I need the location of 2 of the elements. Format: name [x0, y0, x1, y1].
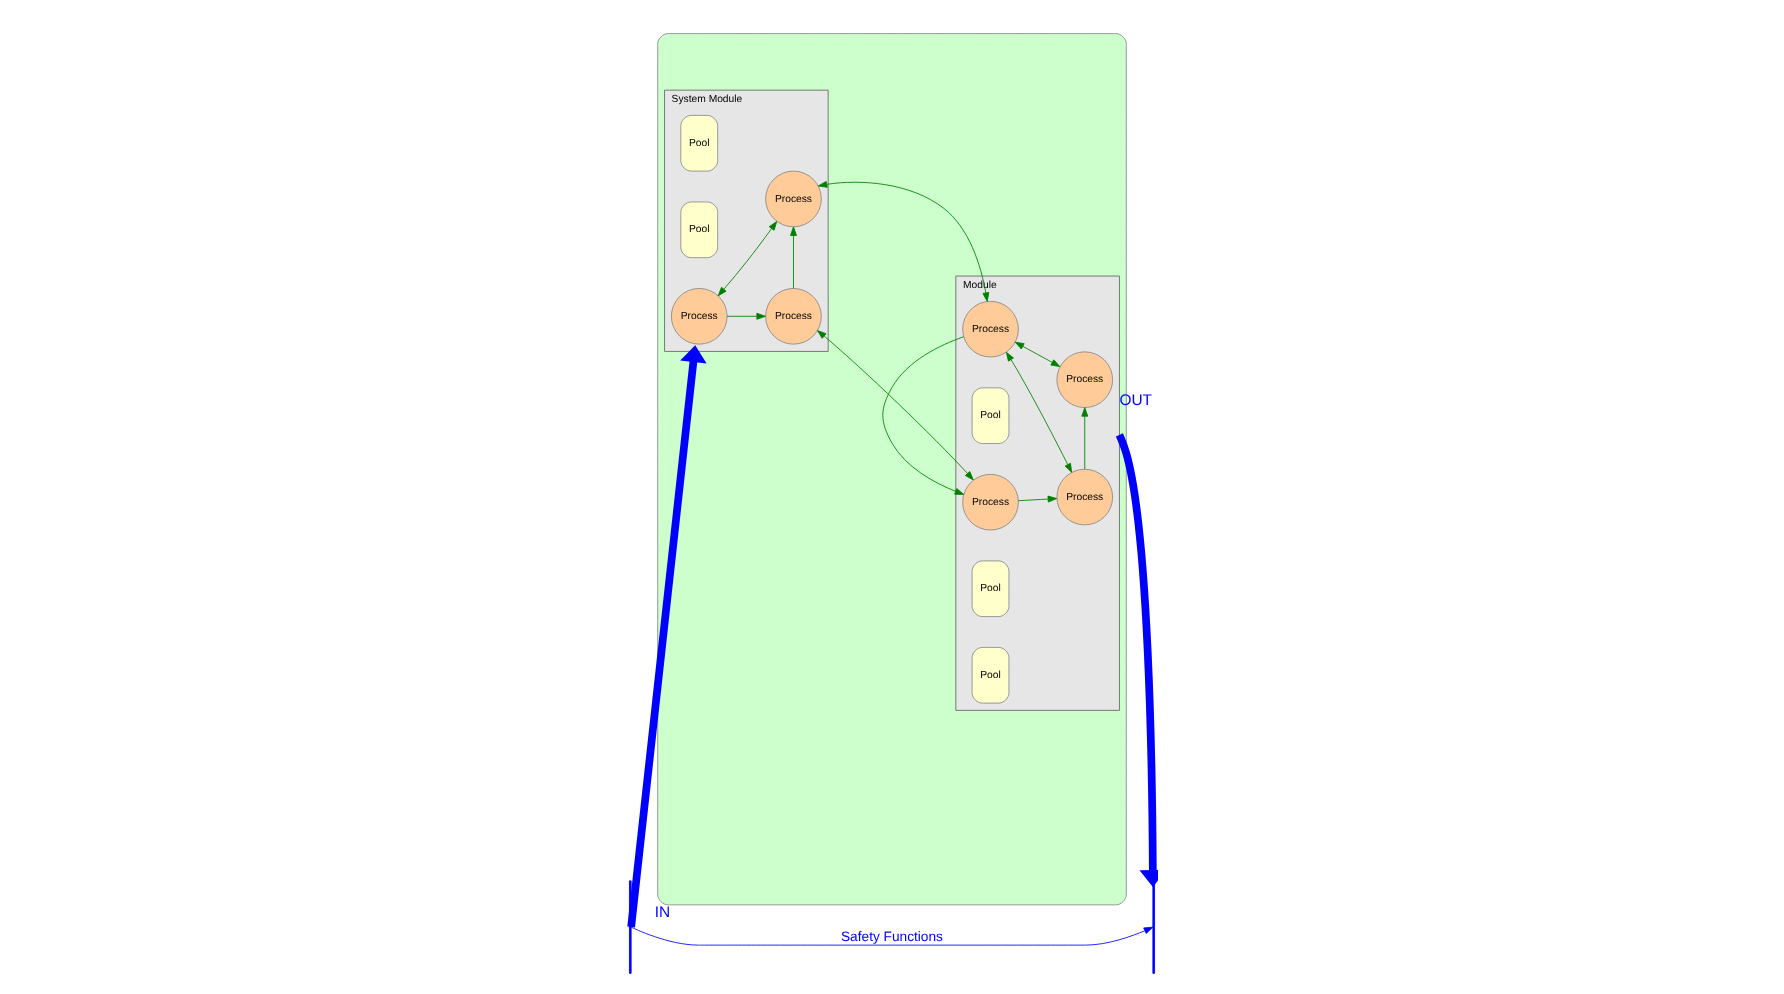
edge-label: IN	[654, 903, 671, 921]
edge-label: OUT	[1119, 390, 1152, 409]
